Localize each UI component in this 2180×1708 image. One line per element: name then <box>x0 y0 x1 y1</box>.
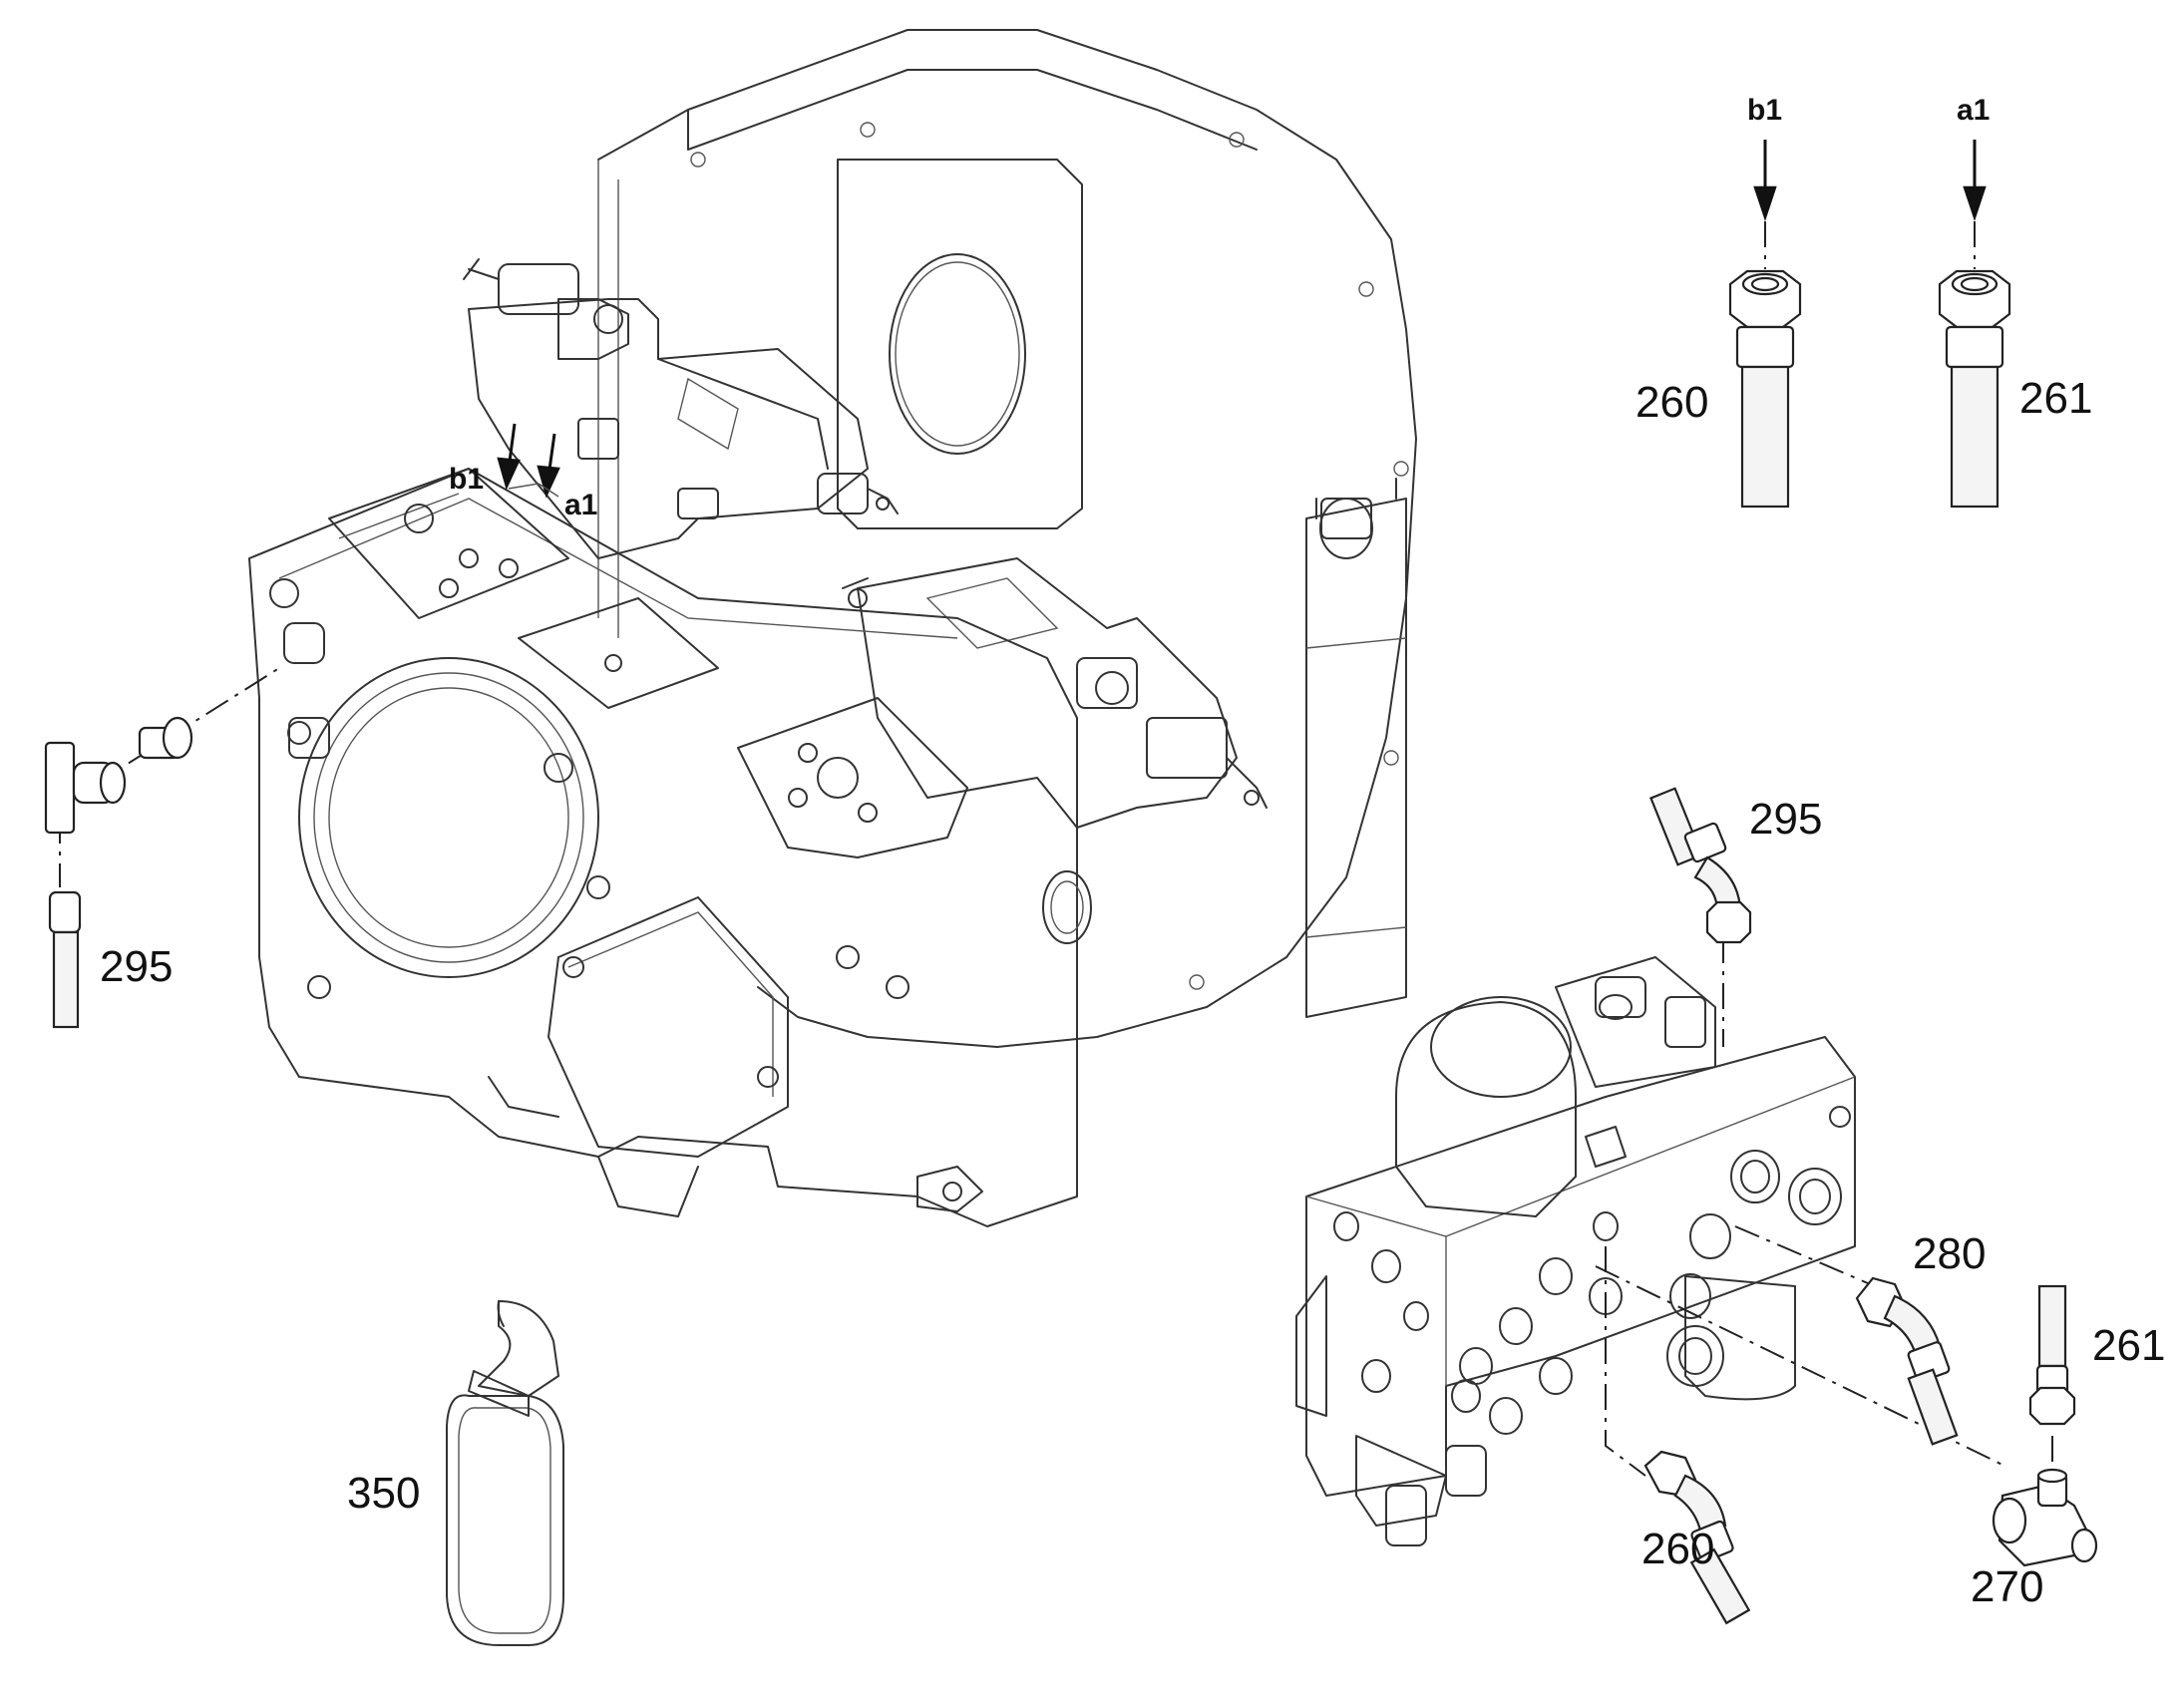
tee-fitting-270 <box>1992 1468 2098 1567</box>
upper-control-valve <box>463 258 899 559</box>
port-label-b1: b1 <box>1747 94 1783 127</box>
strap-350 <box>446 1300 564 1646</box>
left-fitting-assembly <box>44 667 280 1029</box>
callout-260-bottom: 260 <box>1641 1525 1715 1573</box>
lower-control-valve <box>842 557 1268 829</box>
pump-port-arrows <box>497 423 560 499</box>
flywheel-housing <box>597 29 1417 1048</box>
hose-260-top <box>1728 140 1802 509</box>
callout-261-top: 261 <box>2019 374 2093 423</box>
callout-295-right: 295 <box>1749 795 1823 844</box>
hose-280 <box>1855 1276 1959 1446</box>
callout-295-left: 295 <box>100 942 174 991</box>
pump-port-label-b1: b1 <box>449 463 485 496</box>
callout-260-top: 260 <box>1635 378 1709 427</box>
hose-261-top <box>1938 140 2011 509</box>
hose-261-right <box>2028 1284 2076 1426</box>
valve-manifold <box>1295 956 1856 1546</box>
callout-270: 270 <box>1971 1562 2044 1611</box>
hose-260-bottom <box>1643 1450 1751 1625</box>
callout-280: 280 <box>1913 1229 1987 1278</box>
pump-housing <box>248 468 1092 1227</box>
pump-port-label-a1: a1 <box>564 489 598 521</box>
callout-261-right: 261 <box>2092 1321 2166 1370</box>
port-label-a1: a1 <box>1957 94 1991 127</box>
callout-350: 350 <box>347 1469 421 1518</box>
hose-295-right <box>1649 787 1752 944</box>
manifold-connection-lines <box>1595 937 2053 1486</box>
